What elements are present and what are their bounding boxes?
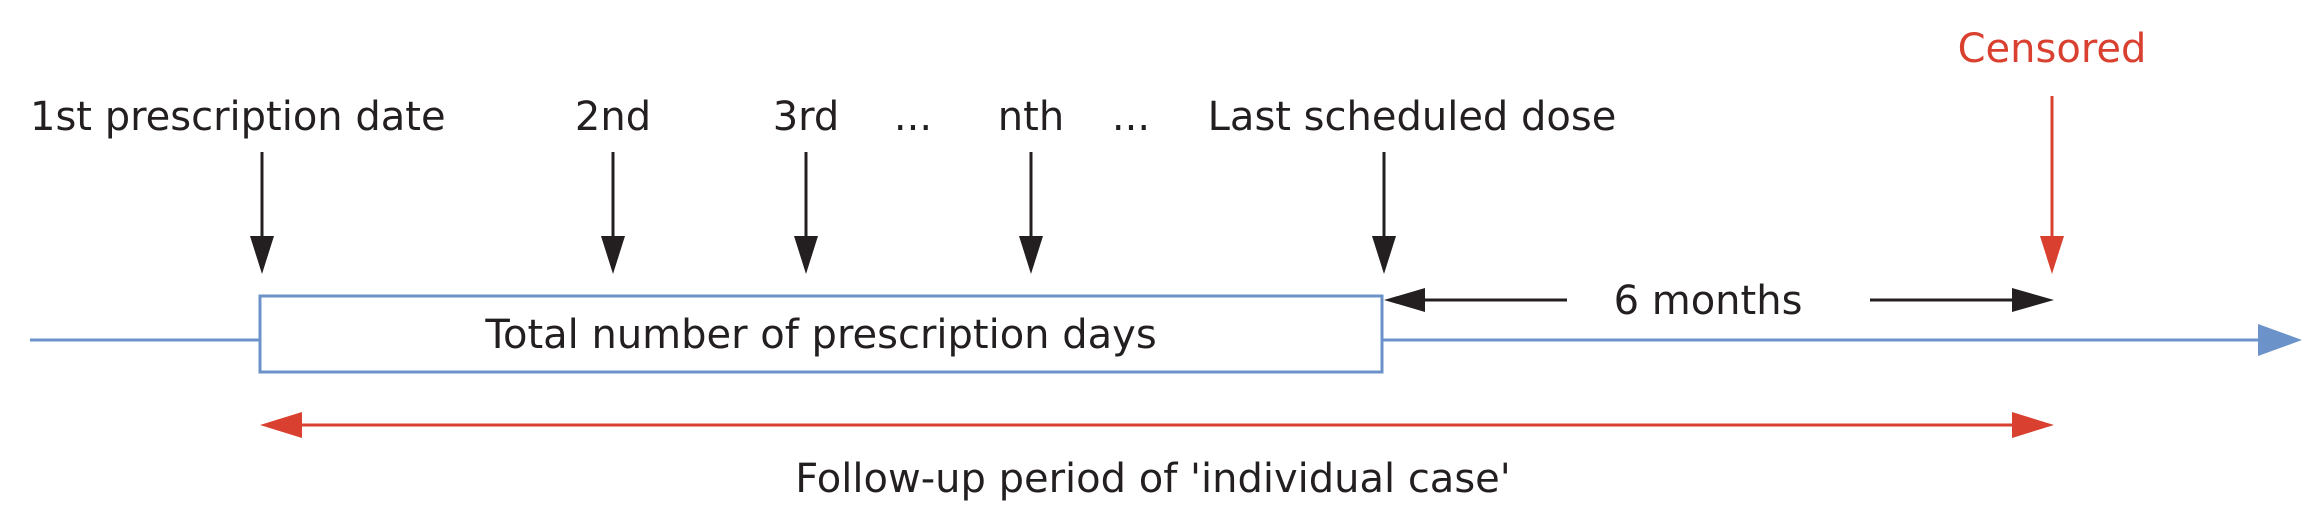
marker-label-last: Last scheduled dose — [1208, 94, 1617, 140]
timeline-arrowhead — [2258, 324, 2302, 356]
marker-label-ellipsis-1: ... — [894, 94, 932, 140]
censored-arrow — [2040, 96, 2064, 274]
marker-arrow-first — [250, 152, 274, 274]
interval-label: 6 months — [1614, 278, 1803, 324]
prescription-days-label: Total number of prescription days — [484, 312, 1156, 358]
marker-label-second: 2nd — [575, 94, 651, 140]
marker-arrow-nth — [1019, 152, 1043, 274]
marker-arrow-second — [601, 152, 625, 274]
followup-label: Follow-up period of 'individual case' — [795, 456, 1511, 502]
marker-label-first: 1st prescription date — [30, 94, 446, 140]
marker-arrow-third — [794, 152, 818, 274]
marker-label-third: 3rd — [773, 94, 840, 140]
marker-label-ellipsis-2: ... — [1112, 94, 1150, 140]
interval-arrow-left — [1384, 288, 1567, 312]
marker-label-nth: nth — [998, 94, 1064, 140]
prescription-days-box — [258, 294, 1384, 374]
followup-double-arrow — [260, 412, 2054, 438]
marker-label-censored: Censored — [1958, 26, 2147, 72]
interval-arrow-right — [1870, 288, 2054, 312]
marker-arrow-last — [1372, 152, 1396, 274]
